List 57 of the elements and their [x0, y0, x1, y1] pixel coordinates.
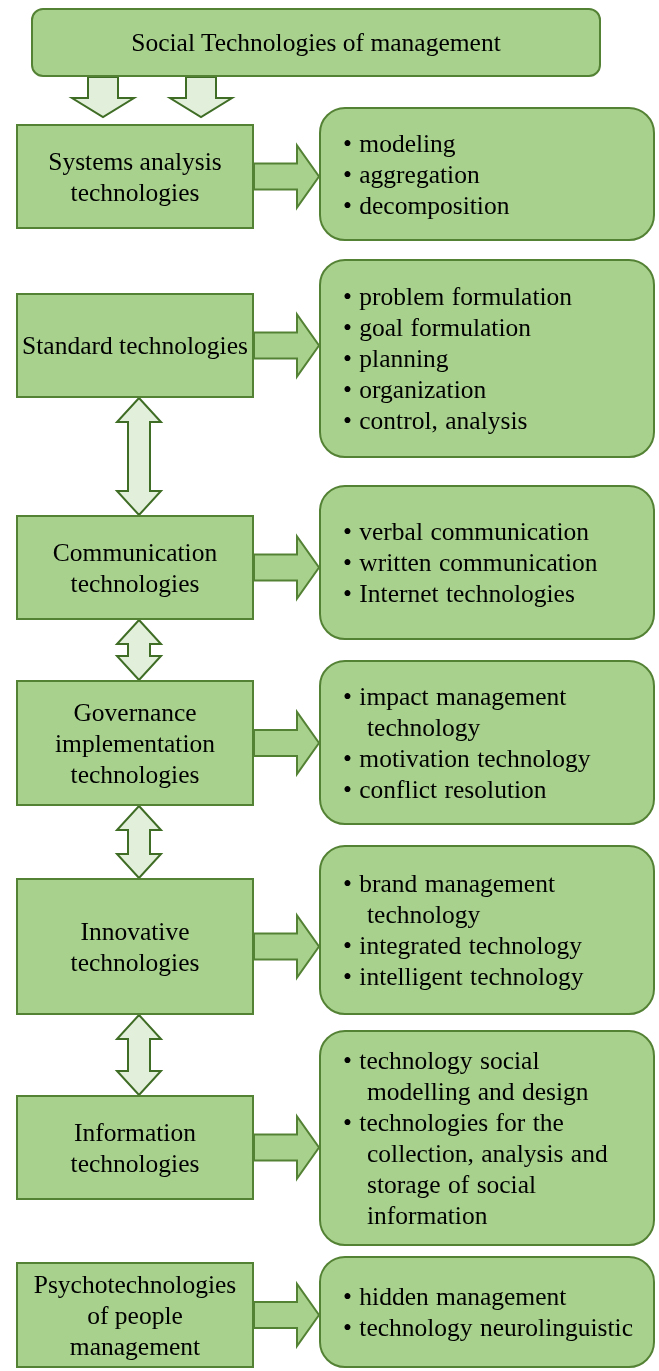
box-label: Governance implementation technologies [53, 696, 217, 790]
block-arrow [114, 1013, 164, 1097]
list-item: • problem formulation [343, 281, 574, 312]
box-label: Psychotechnologies of people management [32, 1268, 238, 1362]
block-arrow [253, 912, 321, 981]
block-arrow [253, 708, 321, 778]
block-arrow [253, 1280, 321, 1350]
box-label: Systems analysis technologies [47, 145, 223, 208]
list-box [319, 660, 655, 825]
list-item: • decomposition [343, 189, 511, 221]
list-item: • intelligent technology [343, 961, 585, 992]
list-item: • organization [343, 374, 488, 405]
category-box [16, 293, 254, 398]
list-item: • aggregation [343, 158, 481, 190]
block-arrow [253, 142, 321, 211]
box-label: Standard technologies [21, 330, 249, 361]
category-box [16, 1095, 254, 1200]
list-item: • modeling [343, 127, 457, 159]
list-item: • written communication [343, 547, 599, 578]
list-item: • technologies for the collection, analysis and storage of social information [343, 1107, 609, 1231]
block-arrow [114, 804, 164, 880]
list-item: • conflict resolution [343, 773, 548, 805]
block-arrow [68, 76, 138, 119]
list-item: • brand management technology [343, 868, 556, 930]
list-box [319, 485, 655, 640]
list-item: • integrated technology [343, 930, 583, 961]
list-item: • technology social modelling and design [343, 1045, 590, 1107]
block-arrow [253, 311, 321, 380]
list-box [319, 107, 655, 241]
list-item: • planning [343, 343, 450, 374]
list-item: • motivation technology [343, 742, 592, 774]
category-box [16, 680, 254, 806]
title-box [31, 8, 601, 77]
category-box [16, 124, 254, 229]
box-label: Information technologies [69, 1116, 201, 1179]
box-label: Innovative technologies [69, 915, 201, 978]
list-item: • goal formulation [343, 312, 532, 343]
list-item: • control, analysis [343, 405, 529, 436]
block-arrow [253, 533, 321, 602]
list-item: • technology neurolinguistic [343, 1312, 634, 1343]
list-item: • Internet technologies [343, 578, 576, 609]
category-box [16, 515, 254, 620]
list-box [319, 845, 655, 1015]
list-item: • verbal communication [343, 516, 591, 547]
block-arrow [114, 618, 164, 682]
category-box [16, 1262, 254, 1368]
block-arrow [166, 76, 236, 119]
list-box [319, 1256, 655, 1368]
list-item: • impact management technology [343, 680, 568, 743]
list-item: • hidden management [343, 1281, 568, 1312]
block-arrow [253, 1113, 321, 1182]
box-label: Social Technologies of management [130, 27, 502, 58]
block-arrow [114, 396, 164, 517]
list-box [319, 259, 655, 458]
box-label: Communication technologies [51, 536, 219, 599]
list-box [319, 1030, 655, 1246]
category-box [16, 878, 254, 1015]
